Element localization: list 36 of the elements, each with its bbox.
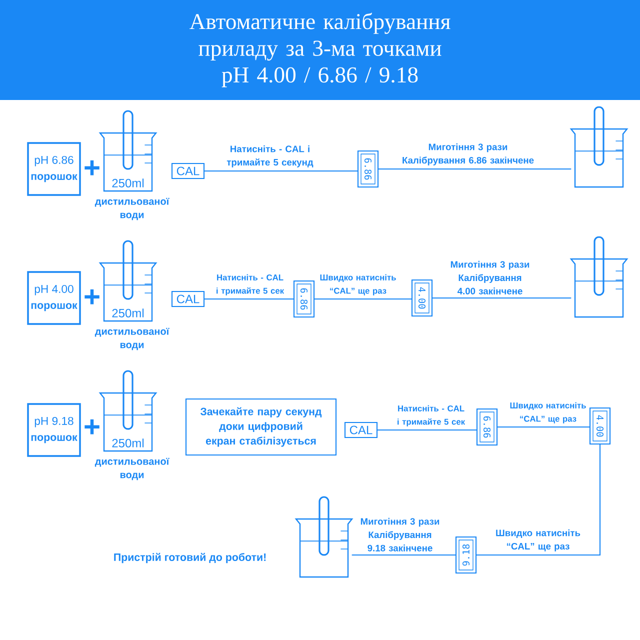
connector-line (314, 298, 412, 300)
edge-label: Швидко натисніть “CAL” ще раз (320, 274, 396, 296)
plus-sign: + (84, 289, 100, 304)
edge-label: Натисніть - CAL і тримайте 5 сек (216, 274, 284, 296)
cal-button: CAL (344, 422, 378, 438)
status-text: Пристрій готовий до роботи! (114, 552, 266, 564)
cal-button: CAL (171, 162, 205, 180)
volume-label: 250ml (112, 178, 144, 188)
plus-sign: + (84, 419, 100, 434)
edge-label: Натисніть - CAL і тримайте 5 секунд (226, 145, 314, 168)
edge-label: Швидко натисніть “CAL” ще раз (496, 529, 580, 552)
volume-label: 250ml (112, 438, 144, 448)
connector-line (497, 426, 590, 428)
powder-box: pH 9.18 порошок (27, 403, 81, 457)
edge-label: Миготіння 3 рази Калібрування 4.00 закінчене (450, 260, 530, 294)
connector-line (204, 298, 294, 300)
plus-sign: + (84, 160, 100, 176)
volume-label: 250ml (112, 308, 144, 318)
connector-line (204, 170, 358, 172)
edge-label: Швидко натисніть “CAL” ще раз (510, 402, 586, 424)
caption-text: дистильованої води (94, 328, 170, 350)
connector-line (352, 554, 456, 556)
edge-label: Миготіння 3 рази Калібрування 6.86 закінчене (402, 143, 534, 166)
powder-box: pH 4.00 порошок (27, 271, 81, 325)
connector-line (432, 297, 572, 299)
caption-text: дистильованої води (94, 458, 170, 480)
edge-label: Миготіння 3 рази Калібрування 9.18 закінчене (360, 518, 440, 552)
title: Автоматичне калібрування приладу за 3-ма точками pH 4.00 / 6.86 / 9.18 (190, 12, 450, 88)
note-box: Зачекайте пару секунд доки цифровий екран стабілізується (185, 398, 337, 456)
caption-text: дистильованої води (94, 198, 170, 220)
edge-label: Натисніть - CAL і тримайте 5 сек (398, 405, 466, 426)
connector-line (378, 168, 572, 170)
connector-line (476, 444, 601, 556)
powder-box: pH 6.86 порошок (27, 142, 81, 196)
connector-line (377, 429, 477, 431)
cal-button: CAL (171, 290, 205, 308)
